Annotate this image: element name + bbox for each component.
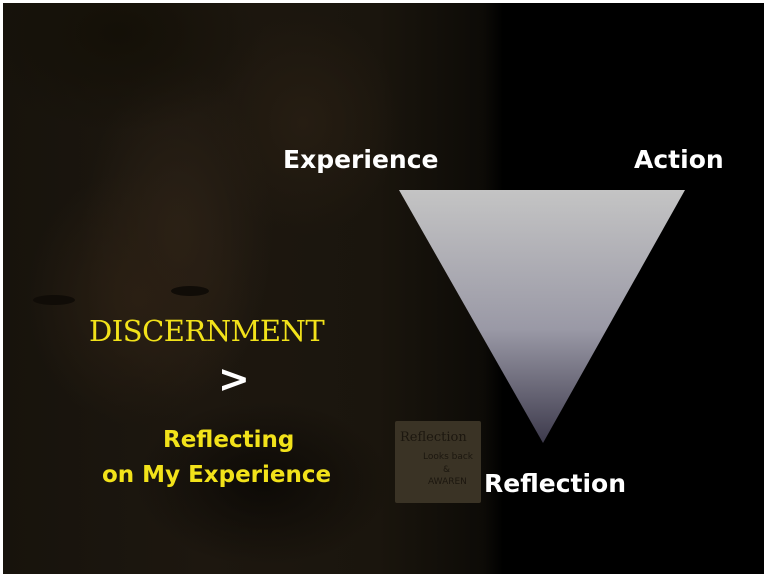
greater-than-symbol: > xyxy=(218,357,250,401)
paper-line-2: & xyxy=(443,465,451,475)
paper-line-1: Looks back xyxy=(423,452,474,462)
background-paper xyxy=(395,421,481,503)
slide: Reflection Looks back & AWAREN Experienc… xyxy=(3,3,764,574)
reflecting-line: Reflecting xyxy=(163,427,295,453)
experience-line: on My Experience xyxy=(102,462,332,488)
paper-title: Reflection xyxy=(400,430,467,445)
reflection-label: Reflection xyxy=(484,469,627,498)
discernment-heading: DISCERNMENT xyxy=(89,314,325,348)
paper-line-3: AWAREN xyxy=(428,477,467,487)
action-label: Action xyxy=(634,145,724,174)
experience-label: Experience xyxy=(283,145,439,174)
left-eye xyxy=(33,295,75,305)
triangle-icon xyxy=(399,190,685,443)
right-eye xyxy=(171,286,209,296)
